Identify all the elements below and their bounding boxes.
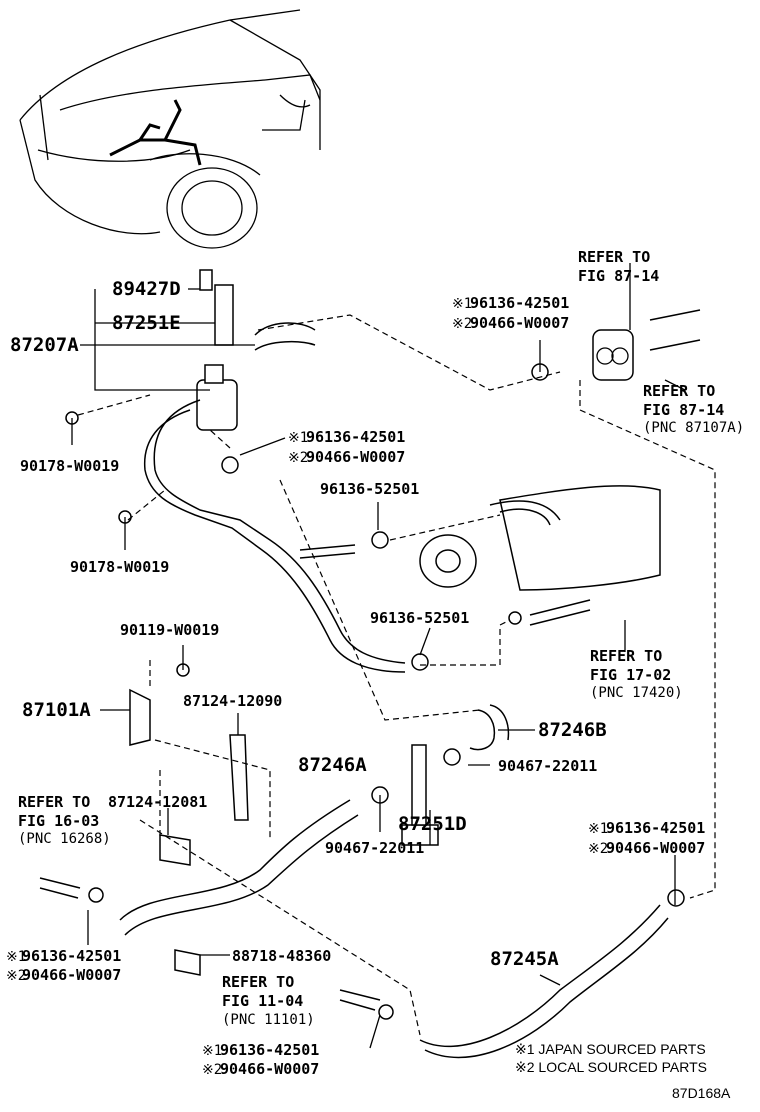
svg-text:※1: ※1 — [588, 821, 608, 837]
svg-text:REFER TO: REFER TO — [222, 973, 294, 991]
svg-text:FIG 11-04: FIG 11-04 — [222, 992, 303, 1010]
label-90119-w0019: 90119-W0019 — [120, 621, 219, 639]
label-87124-12081: 87124-12081 — [108, 793, 207, 811]
svg-text:FIG 87-14: FIG 87-14 — [578, 267, 659, 285]
part-number-labels: 89427D 87251E 87207A 90178-W0019 90178-W… — [10, 278, 607, 970]
pair-right: ※1 96136-42501 ※2 90466-W0007 — [588, 819, 705, 857]
svg-text:96136-42501: 96136-42501 — [220, 1041, 319, 1059]
svg-text:REFER TO: REFER TO — [578, 248, 650, 266]
refer-fig-11-04: REFER TO FIG 11-04 (PNC 11101) — [222, 973, 315, 1028]
svg-text:(PNC 11101): (PNC 11101) — [222, 1012, 315, 1028]
svg-text:96136-42501: 96136-42501 — [606, 819, 705, 837]
label-87251D: 87251D — [398, 813, 467, 835]
vehicle-illustration — [19, 9, 321, 249]
svg-text:※2: ※2 — [202, 1062, 222, 1078]
svg-text:96136-42501: 96136-42501 — [22, 947, 121, 965]
pair-bottom: ※1 96136-42501 ※2 90466-W0007 — [202, 1041, 319, 1078]
label-87251E: 87251E — [112, 312, 181, 334]
svg-text:FIG 87-14: FIG 87-14 — [643, 401, 724, 419]
label-96136-52501-a: 96136-52501 — [320, 480, 419, 498]
coolant-hoses — [39, 309, 701, 1059]
svg-text:REFER TO: REFER TO — [643, 382, 715, 400]
svg-text:REFER TO: REFER TO — [590, 647, 662, 665]
svg-text:90466-W0007: 90466-W0007 — [220, 1060, 319, 1078]
legend: ※1 JAPAN SOURCED PARTS ※2 LOCAL SOURCED … — [515, 1041, 731, 1101]
label-96136-52501-b: 96136-52501 — [370, 609, 469, 627]
leader-lines — [71, 263, 686, 1049]
label-87101A: 87101A — [22, 699, 91, 721]
label-87207A: 87207A — [10, 334, 79, 356]
label-87124-12090: 87124-12090 — [183, 692, 282, 710]
pair-top: ※1 96136-42501 ※2 90466-W0007 — [452, 294, 569, 332]
label-90467-22011-b: 90467-22011 — [325, 839, 424, 857]
label-87245A: 87245A — [490, 948, 559, 970]
svg-text:※1: ※1 — [202, 1043, 222, 1059]
label-88718-48360: 88718-48360 — [232, 947, 331, 965]
svg-text:90466-W0007: 90466-W0007 — [22, 966, 121, 984]
heater-valve-assembly — [196, 269, 316, 431]
label-87246B: 87246B — [538, 719, 607, 741]
svg-text:※2: ※2 — [452, 316, 472, 332]
svg-text:90466-W0007: 90466-W0007 — [606, 839, 705, 857]
svg-text:FIG 17-02: FIG 17-02 — [590, 666, 671, 684]
diagram-code: 87D168A — [672, 1085, 731, 1101]
svg-text:REFER TO: REFER TO — [18, 793, 90, 811]
dashed-references — [77, 314, 716, 1036]
refer-fig-17-02: REFER TO FIG 17-02 (PNC 17420) — [590, 647, 683, 701]
svg-text:※1: ※1 — [288, 430, 308, 446]
svg-text:FIG 16-03: FIG 16-03 — [18, 812, 99, 830]
pair-mid: ※1 96136-42501 ※2 90466-W0007 — [288, 428, 405, 466]
refer-fig-16-03: REFER TO FIG 16-03 (PNC 16268) — [18, 793, 111, 847]
label-90178-w0019-a: 90178-W0019 — [20, 457, 119, 475]
svg-text:96136-42501: 96136-42501 — [470, 294, 569, 312]
refer-fig-87-14-top: REFER TO FIG 87-14 — [578, 248, 659, 285]
pair-leftbottom: ※1 96136-42501 ※2 90466-W0007 — [6, 947, 121, 984]
svg-text:※1: ※1 — [6, 949, 26, 965]
svg-text:(PNC 17420): (PNC 17420) — [590, 685, 683, 701]
refer-to-notes: REFER TO FIG 87-14 REFER TO FIG 87-14 (P… — [18, 248, 744, 1028]
legend-japan-sourced: ※1 JAPAN SOURCED PARTS — [515, 1041, 706, 1057]
legend-local-sourced: ※2 LOCAL SOURCED PARTS — [515, 1059, 707, 1075]
label-90178-w0019-b: 90178-W0019 — [70, 558, 169, 576]
label-90467-22011-a: 90467-22011 — [498, 757, 597, 775]
svg-text:96136-42501: 96136-42501 — [306, 428, 405, 446]
svg-text:90466-W0007: 90466-W0007 — [470, 314, 569, 332]
label-87246A: 87246A — [298, 754, 367, 776]
svg-text:※1: ※1 — [452, 296, 472, 312]
svg-text:※2: ※2 — [288, 450, 308, 466]
svg-text:90466-W0007: 90466-W0007 — [306, 448, 405, 466]
svg-text:(PNC 16268): (PNC 16268) — [18, 831, 111, 847]
sourced-part-pairs: ※1 96136-42501 ※2 90466-W0007 ※1 96136-4… — [6, 294, 705, 1078]
label-89427D: 89427D — [112, 278, 181, 300]
svg-text:※2: ※2 — [6, 968, 26, 984]
svg-text:※2: ※2 — [588, 841, 608, 857]
svg-text:(PNC 87107A): (PNC 87107A) — [643, 420, 744, 436]
refer-fig-87-14-right: REFER TO FIG 87-14 (PNC 87107A) — [643, 382, 744, 436]
